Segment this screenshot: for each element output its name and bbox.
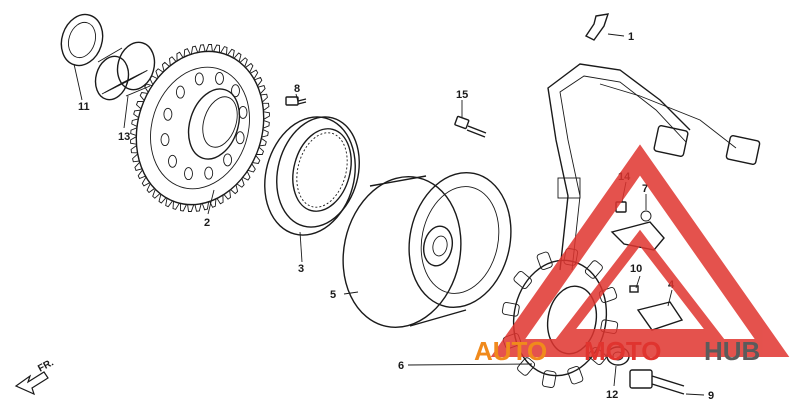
callout-10: 10 [630,263,642,275]
callout-9: 9 [708,390,714,402]
callout-11: 11 [78,101,90,113]
needle-bearing-part [94,41,156,101]
bolt-8-part [285,96,307,106]
callout-5: 5 [330,289,336,301]
direction-label: FR. [36,357,56,374]
wire-harness-part [547,63,761,271]
starter-clutch-part [264,116,360,236]
callout-6: 6 [398,360,404,372]
needle-rollers [101,69,148,95]
callout-3: 3 [298,263,304,275]
flywheel-part [342,171,512,329]
callout-8: 8 [294,83,300,95]
bolt-9-part [629,369,685,395]
gear-holes [160,71,248,181]
callout-7: 7 [642,183,648,195]
wire-clip-part [584,13,610,41]
callout-13: 13 [118,131,130,143]
wire-holder-part [610,210,665,251]
watermark-text: AUTO MOTO HUB [474,336,760,366]
callout-2: 2 [204,217,210,229]
holder-plate-part [636,301,684,331]
watermark-part-3: HUB [704,336,760,366]
bolt-15-part [454,115,487,138]
callout-1: 1 [628,31,634,43]
watermark-part-1: AUTO [474,336,547,366]
arrow-icon [14,371,49,396]
callout-12: 12 [606,389,618,401]
watermark-logo [490,144,790,357]
leader-lines [73,33,705,396]
callout-15: 15 [456,89,468,101]
washer-part [60,13,104,67]
starter-gear-part [130,44,270,212]
screw-10-part [629,285,639,293]
front-direction-indicator: FR. [14,357,56,396]
watermark-part-2: MOTO [584,336,662,366]
gear-teeth [130,44,270,212]
